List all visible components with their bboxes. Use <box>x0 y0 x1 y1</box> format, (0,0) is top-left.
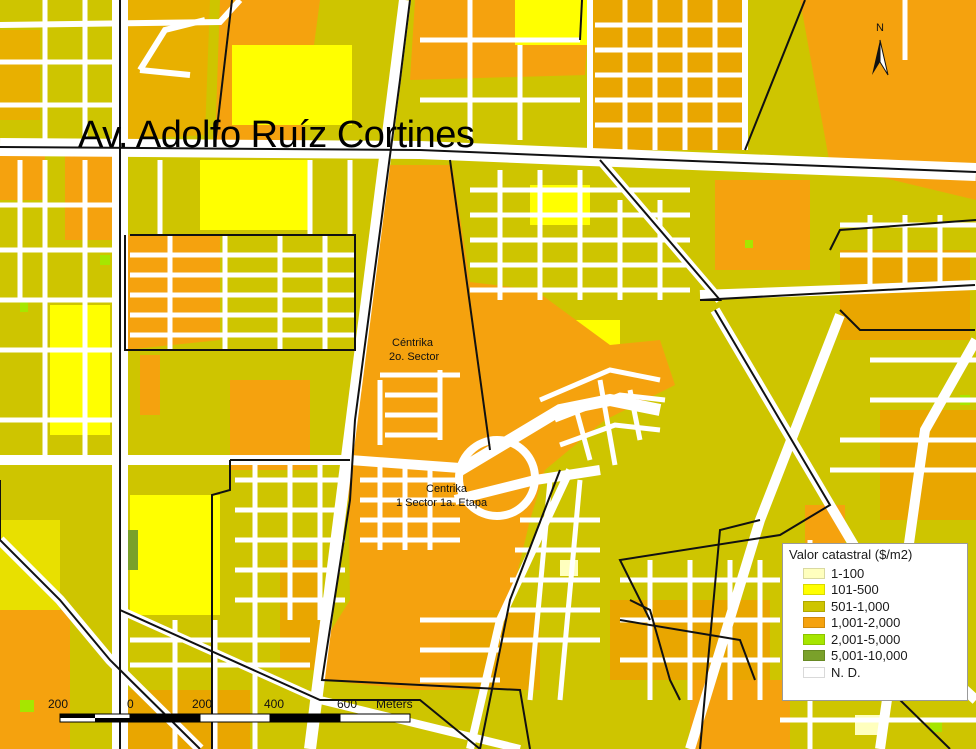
legend-swatch <box>803 584 825 596</box>
scale-tick-600: 600 <box>337 697 357 711</box>
scale-tick-200: 200 <box>192 697 212 711</box>
legend-swatch <box>803 617 825 629</box>
legend-item: 501-1,000 <box>789 598 961 615</box>
place-label-centrika-1: Centrika <box>426 483 468 495</box>
legend-item: 5,001-10,000 <box>789 648 961 665</box>
legend-swatch <box>803 666 825 678</box>
legend-label: N. D. <box>831 664 861 680</box>
legend-label: 501-1,000 <box>831 598 890 614</box>
north-label: N <box>876 22 884 34</box>
place-label-centrika-2: Céntrika <box>392 337 434 349</box>
legend-item: 2,001-5,000 <box>789 631 961 648</box>
legend-swatch <box>803 600 825 612</box>
north-arrow-icon <box>872 39 889 76</box>
place-label-centrika-1-sub: 1 Sector 1a. Etapa <box>396 497 488 509</box>
legend-label: 1-100 <box>831 565 865 581</box>
legend-label: 101-500 <box>831 582 879 598</box>
scale-unit: Meters <box>376 697 413 711</box>
scale-tick-400: 400 <box>264 697 284 711</box>
legend-item: 1-100 <box>789 565 961 582</box>
legend: Valor catastral ($/m2) 1-100 101-500 501… <box>782 543 968 701</box>
scale-tick-0: 0 <box>127 697 134 711</box>
place-label-centrika-2-sub: 2o. Sector <box>389 351 439 363</box>
legend-label: 2,001-5,000 <box>831 631 901 647</box>
street-label: Av. Adolfo Ruíz Cortines <box>78 114 474 156</box>
legend-item: 101-500 <box>789 582 961 599</box>
legend-swatch <box>803 650 825 662</box>
legend-item: 1,001-2,000 <box>789 615 961 632</box>
legend-items: 1-100 101-500 501-1,000 1,001-2,000 2,00… <box>789 565 961 681</box>
legend-label: 1,001-2,000 <box>831 615 901 631</box>
legend-item: N. D. <box>789 664 961 681</box>
legend-title: Valor catastral ($/m2) <box>789 547 913 562</box>
legend-swatch <box>803 633 825 645</box>
legend-swatch <box>803 567 825 579</box>
scale-tick-200-left: 200 <box>48 697 68 711</box>
legend-label: 5,001-10,000 <box>831 648 908 664</box>
scale-bar <box>59 713 411 723</box>
